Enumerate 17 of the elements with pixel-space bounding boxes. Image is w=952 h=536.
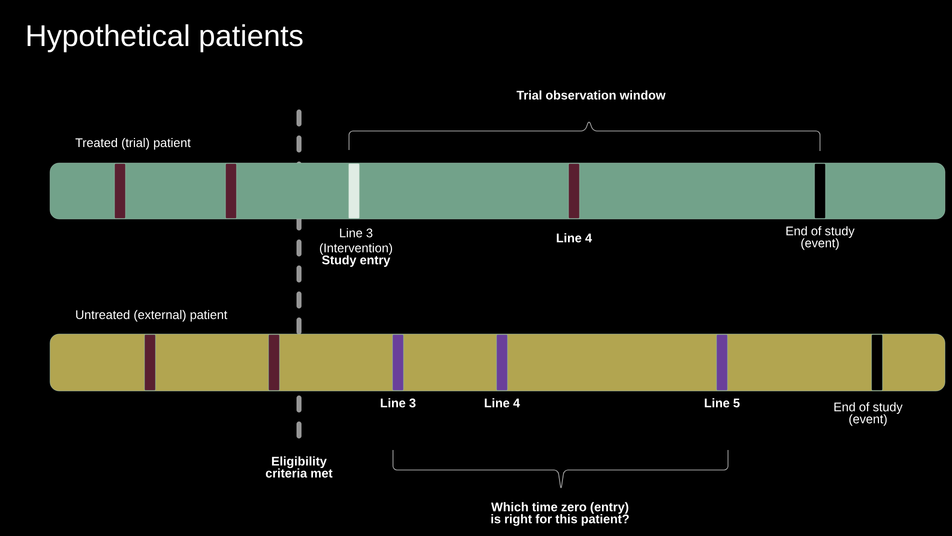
annotation: Trial observation window (516, 90, 666, 100)
title: Hypothetical patients (28, 24, 303, 52)
event-label: End of study (event) (834, 402, 903, 426)
annotation: Eligibility criteria met (266, 456, 332, 478)
timeline-heading: Treated (trial) patient (75, 138, 191, 150)
event-label: Line 3 (Intervention) Study entry (320, 228, 392, 267)
annotation: Which time zero (entry) is right for this patient? (491, 502, 629, 526)
timeline-heading: Untreated (external) patient (76, 310, 228, 322)
event-marker (268, 334, 280, 391)
event-marker (114, 163, 126, 219)
event-label: End of study (event) (786, 226, 855, 250)
event-label: Line 5 (704, 398, 740, 408)
event-label: Line 3 (380, 398, 416, 408)
event-marker (225, 163, 237, 219)
event-marker (144, 334, 156, 391)
event-label: Line 4 (484, 398, 520, 408)
event-label: Line 4 (556, 233, 592, 242)
